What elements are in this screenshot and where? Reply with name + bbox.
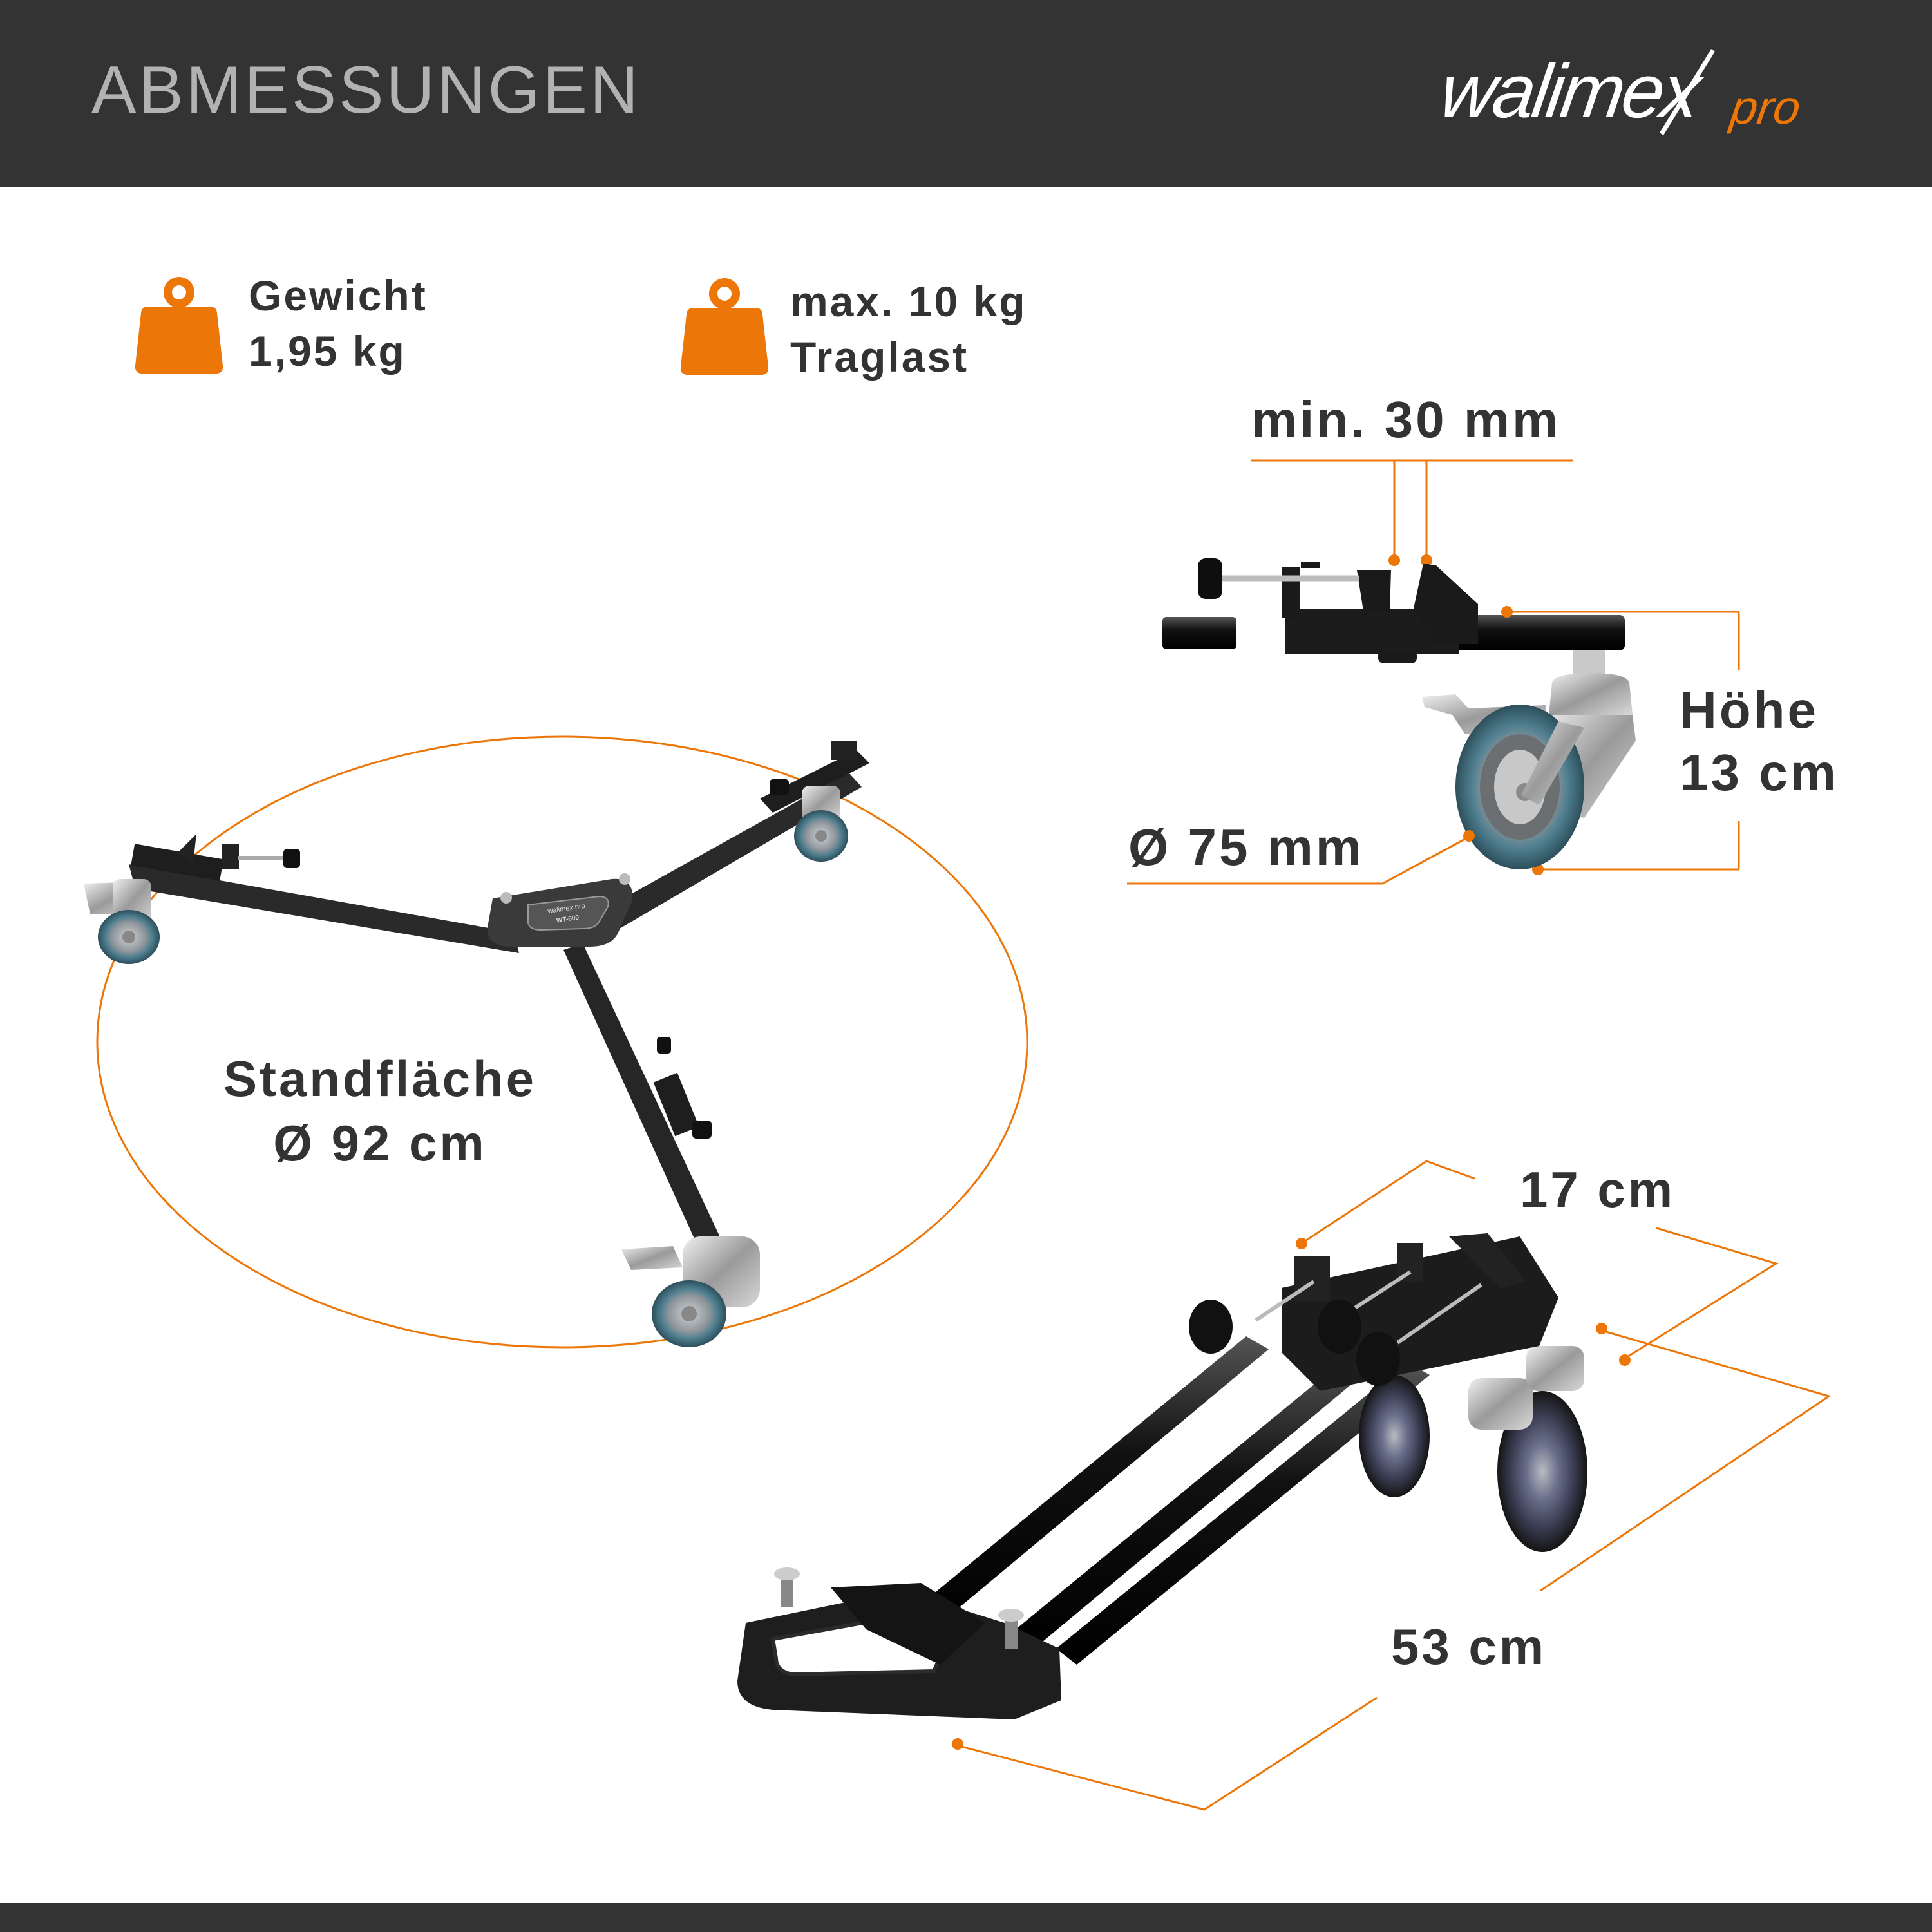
dim-dot: [1463, 830, 1475, 842]
label-height-title: Höhe: [1680, 681, 1819, 739]
footprint-diagram: walimex pro WT-600: [84, 735, 1028, 1349]
clamp-knob: [1189, 1300, 1233, 1354]
caster-brake: [621, 1246, 683, 1270]
page-title: ABMESSUNGEN: [91, 53, 641, 128]
dim-dot: [1501, 606, 1513, 618]
spec-max-load-text: max. 10 kg Traglast: [790, 274, 1027, 384]
spec-max-load-label: Traglast: [790, 333, 969, 381]
label-folded-length: 53 cm: [1391, 1618, 1547, 1675]
label-clamp-opening: min. 30 mm: [1251, 391, 1561, 448]
dim-dot: [952, 1738, 963, 1750]
dim-dot: [1388, 554, 1400, 566]
spec-weight-label: Gewicht: [249, 272, 428, 319]
clamp-knob: [770, 779, 789, 795]
clamp-left: [131, 844, 224, 881]
logo-pro-text: pro: [1727, 80, 1804, 134]
dim-dot: [1296, 1238, 1307, 1249]
hub-tray: [831, 1583, 985, 1665]
folded-leg: [1008, 1356, 1370, 1652]
hub-pin: [619, 873, 630, 885]
clamp-screw: [1255, 1280, 1315, 1322]
clamp-jaw-fixed: [1414, 564, 1478, 644]
hub-pin: [500, 892, 512, 904]
label-folded-width: 17 cm: [1520, 1161, 1676, 1218]
clamp-bottom: [653, 1072, 699, 1137]
dim-line-width: [1302, 1160, 1475, 1244]
spec-weight: Gewicht 1,95 kg: [134, 269, 428, 379]
dolly-leg-left: [129, 864, 519, 953]
folded-dolly: [737, 1160, 1832, 1811]
folded-leg: [1056, 1362, 1430, 1665]
folded-leg: [918, 1336, 1269, 1626]
dolly-leg-right: [583, 773, 862, 942]
folded-wheel: [1359, 1375, 1430, 1497]
clamp-knob: [1198, 558, 1222, 599]
dim-dot: [1596, 1323, 1607, 1334]
weight-icon: [135, 277, 223, 374]
clamp-knob: [1356, 1332, 1400, 1386]
spec-weight-text: Gewicht 1,95 kg: [249, 268, 428, 379]
folded-wheel: [1497, 1391, 1587, 1552]
label-height-value: 13 cm: [1680, 744, 1839, 801]
label-footprint-value: Ø 92 cm: [273, 1115, 487, 1171]
dim-dot: [1421, 554, 1432, 566]
footprint-ellipse: [96, 735, 1028, 1349]
clamp-right: [760, 750, 869, 813]
dim-line-wheel: [1127, 836, 1469, 885]
logo-slash: [1660, 49, 1715, 135]
label-wheel-diameter: Ø 75 mm: [1128, 819, 1364, 876]
leg-tube: [1162, 617, 1236, 649]
hub-model-text: WT-600: [556, 914, 580, 925]
spec-weight-value: 1,95 kg: [249, 327, 406, 375]
clamp-knob: [283, 849, 300, 868]
dim-dot: [1619, 1354, 1631, 1366]
hub-label-plate: [527, 895, 609, 931]
footer-bar: [0, 1903, 1932, 1932]
dim-line-length: [1540, 1329, 1832, 1592]
spec-max-load-value: max. 10 kg: [790, 278, 1027, 325]
caster-swivel: [1549, 673, 1633, 715]
hub-pin: [774, 1567, 800, 1580]
hub-pin: [998, 1609, 1024, 1622]
label-footprint-title: Standfläche: [223, 1050, 537, 1107]
weight-icon: [680, 278, 769, 375]
caster-nut: [1573, 650, 1605, 676]
clamp-knob: [1318, 1300, 1361, 1354]
header-bar: ABMESSUNGEN walimex pro: [0, 0, 1932, 187]
spec-max-load: max. 10 kg Traglast: [679, 270, 1027, 384]
dolly-leg-bottom: [564, 943, 739, 1287]
logo-walimex-text: walimex: [1443, 50, 1709, 134]
clamp-jaw-moving: [1357, 570, 1391, 615]
walimex-pro-logo: walimex pro: [1443, 49, 1804, 135]
caster-side-view: [1127, 459, 1740, 885]
clamp-knob: [692, 1121, 712, 1139]
